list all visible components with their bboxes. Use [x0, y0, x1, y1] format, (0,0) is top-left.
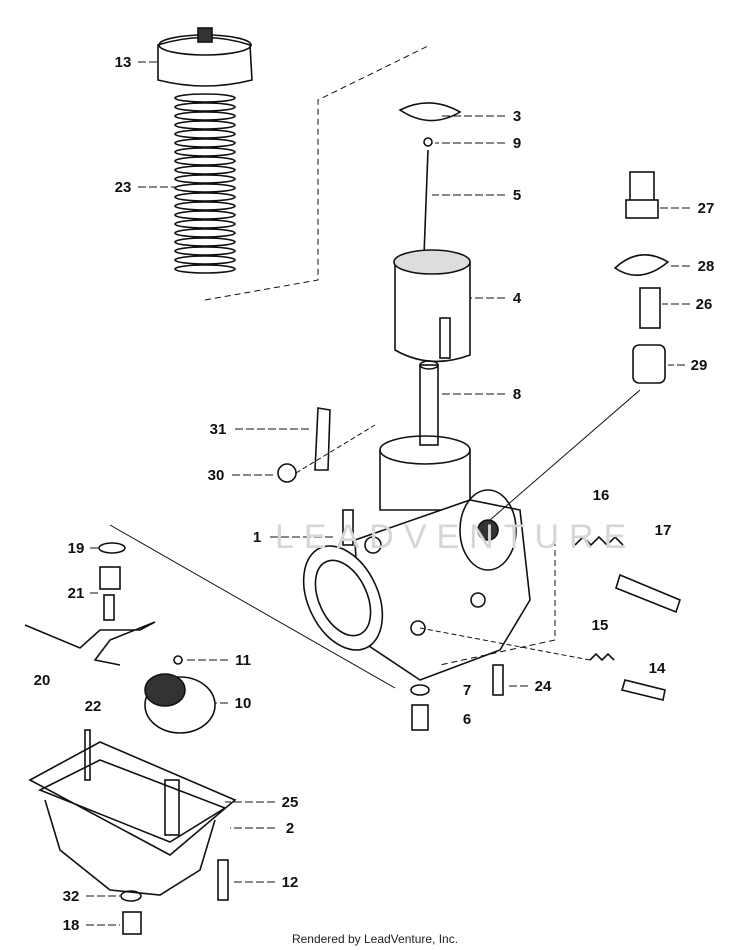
part-float-bowl [28, 729, 237, 896]
part-pilot-screw [615, 573, 681, 614]
part-cap [157, 27, 253, 87]
callout-6: 6 [463, 711, 471, 728]
callout-21: 21 [68, 585, 85, 602]
part-washer-7 [410, 684, 430, 696]
callout-8: 8 [513, 386, 521, 403]
callout-29: 29 [691, 357, 708, 374]
callout-27: 27 [698, 200, 715, 217]
callout-23: 23 [115, 179, 132, 196]
part-screw-12 [217, 859, 229, 901]
part-float [144, 673, 216, 734]
part-plate [398, 102, 462, 122]
callout-9: 9 [513, 135, 521, 152]
callout-18: 18 [63, 917, 80, 934]
part-clip [423, 137, 433, 147]
callout-31: 31 [210, 421, 227, 438]
callout-1: 1 [253, 529, 261, 546]
part-bracket [314, 407, 331, 471]
callout-14: 14 [649, 660, 666, 677]
callout-22: 22 [85, 698, 102, 715]
callout-4: 4 [513, 290, 522, 307]
callout-26: 26 [696, 296, 713, 313]
callout-17: 17 [655, 522, 672, 539]
callout-labels: 1323395482728262931301161715141921202211… [34, 54, 715, 934]
callout-32: 32 [63, 888, 80, 905]
part-float-valve-seat [99, 566, 121, 590]
callout-13: 13 [115, 54, 132, 71]
part-throttle-valve [393, 249, 471, 363]
part-screw-30 [277, 463, 297, 483]
part-pilot-jet [492, 664, 504, 696]
callout-25: 25 [282, 794, 299, 811]
callout-11: 11 [235, 652, 251, 669]
watermark: LEADVENTURE [275, 518, 636, 556]
part-needle [423, 149, 429, 256]
callout-16: 16 [593, 487, 610, 504]
callout-12: 12 [282, 874, 299, 891]
part-spring [174, 93, 236, 274]
callout-10: 10 [235, 695, 252, 712]
part-float-arm [24, 621, 156, 666]
part-throttle-stop-screw [620, 679, 666, 701]
part-o-ring-19 [98, 542, 126, 554]
callout-5: 5 [513, 187, 521, 204]
part-11 [173, 655, 183, 665]
part-washer-32 [120, 890, 142, 902]
part-spring-15 [589, 652, 615, 662]
part-needle-jet [419, 360, 439, 446]
callout-28: 28 [698, 258, 715, 275]
part-main-jet [411, 704, 429, 731]
callout-30: 30 [208, 467, 225, 484]
callout-24: 24 [535, 678, 552, 695]
callout-19: 19 [68, 540, 85, 557]
callout-3: 3 [513, 108, 521, 125]
part-drain-plug [122, 911, 142, 935]
callout-7: 7 [463, 682, 471, 699]
footer-credit: Rendered by LeadVenture, Inc. [291, 932, 459, 946]
callout-15: 15 [592, 617, 609, 634]
callout-20: 20 [34, 672, 51, 689]
part-carburetor-body [302, 435, 531, 681]
callout-2: 2 [286, 820, 294, 837]
part-starter-plunger [489, 171, 670, 521]
part-spring-16 [574, 535, 624, 547]
